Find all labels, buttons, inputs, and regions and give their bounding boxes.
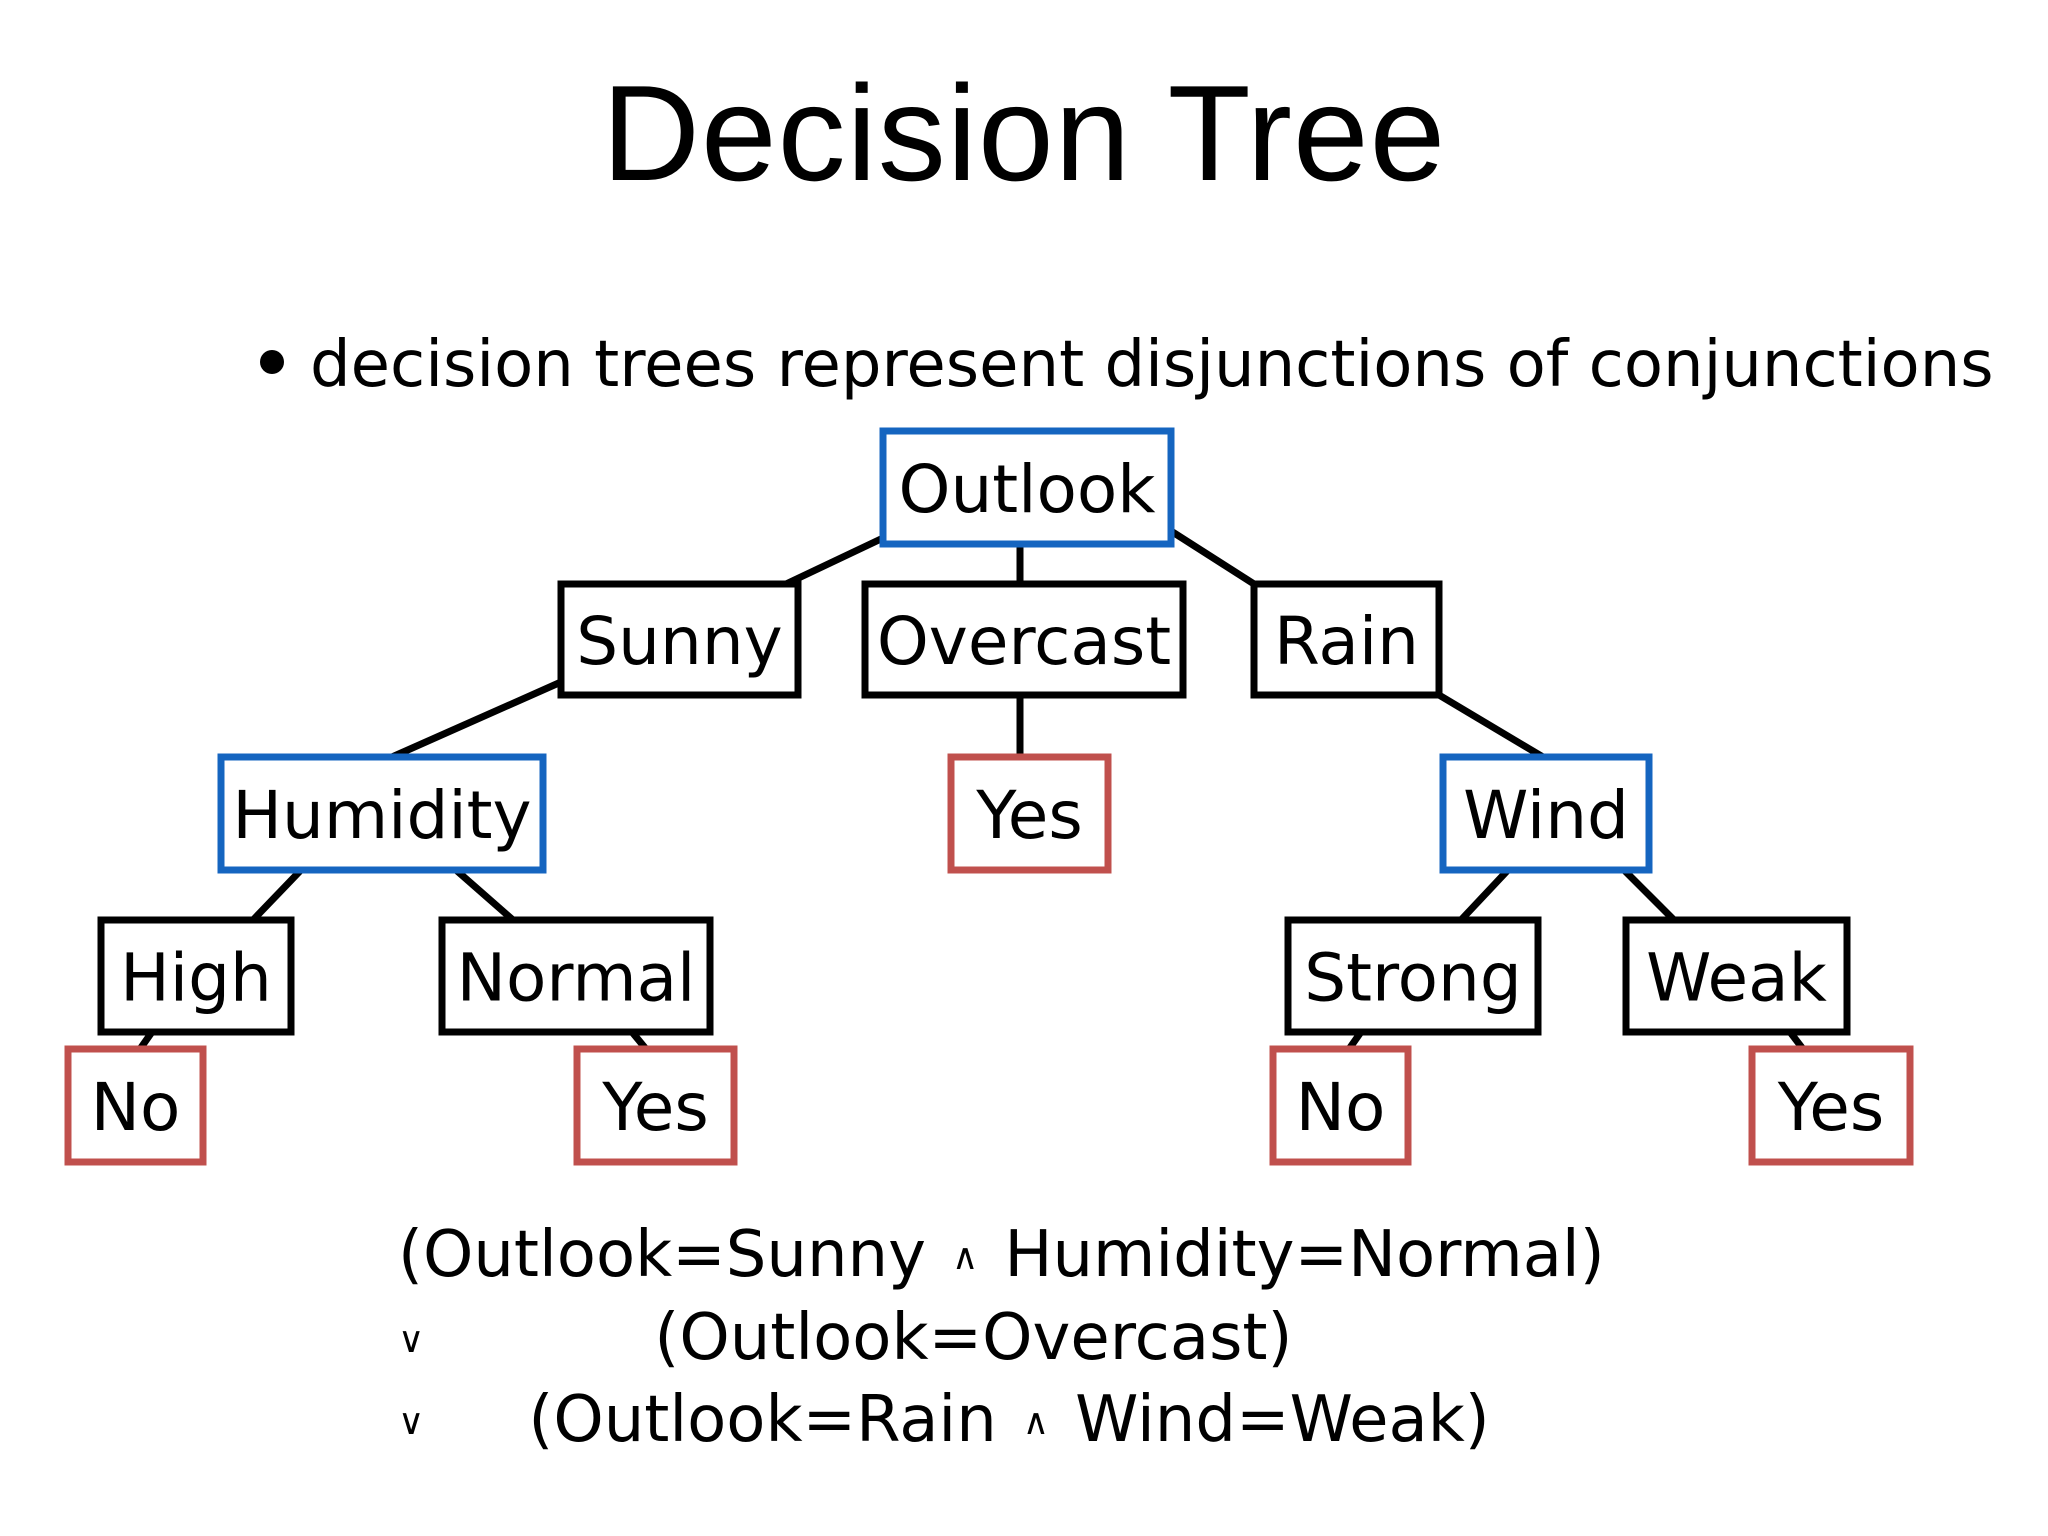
formula-term: Wind=Weak) [1075, 1383, 1490, 1457]
formula-term: (Outlook=Overcast) [654, 1301, 1293, 1375]
node-label: High [120, 940, 272, 1017]
node-box [861, 580, 1187, 699]
node-label: Strong [1304, 940, 1522, 1017]
node-box [64, 1045, 207, 1166]
node-label: Sunny [576, 603, 782, 680]
node-sunny: Sunny [557, 580, 802, 699]
slide-title: Decision Tree [601, 57, 1447, 209]
or-operator: ∨ [398, 1320, 425, 1362]
node-label: Weak [1646, 940, 1827, 1017]
node-rain: Rain [1250, 580, 1443, 699]
or-operator: ∨ [398, 1402, 425, 1444]
bullet-text: decision trees represent disjunctions of… [310, 328, 1994, 402]
edge-outlook-to-sunny [784, 534, 885, 588]
edge-humidity-to-high [250, 867, 304, 923]
edge-rain-to-wind [1437, 691, 1545, 761]
node-no-high: No [64, 1045, 207, 1166]
node-label: Yes [975, 777, 1083, 854]
edge-outlook-to-rain [1169, 528, 1256, 587]
node-wind: Wind [1439, 753, 1653, 874]
node-strong: Strong [1284, 916, 1542, 1036]
formula-line-1: (Outlook=Sunny ∧ Humidity=Normal) [398, 1215, 1605, 1298]
and-operator: ∧ [951, 1237, 979, 1279]
node-label: Normal [457, 940, 696, 1017]
edge-humidity-to-normal [453, 867, 516, 923]
formula-line-2: ∨ (Outlook=Overcast) [398, 1298, 1292, 1381]
node-yes-overcast: Yes [947, 753, 1112, 874]
formula-term: (Outlook=Rain [528, 1383, 997, 1457]
node-box [1439, 753, 1653, 874]
node-box [573, 1045, 738, 1166]
node-box [1622, 916, 1851, 1036]
and-operator: ∧ [1022, 1402, 1050, 1444]
node-label: Rain [1274, 603, 1419, 680]
node-yes-weak: Yes [1748, 1045, 1914, 1166]
node-box [1250, 580, 1443, 699]
node-label: Outlook [899, 451, 1157, 528]
node-no-strong: No [1269, 1045, 1412, 1166]
edge-sunny-to-humidity [390, 678, 563, 761]
bullet-point: decision trees represent disjunctions of… [260, 325, 1994, 405]
node-high: High [97, 916, 295, 1036]
node-label: No [91, 1069, 181, 1146]
node-label: Yes [601, 1069, 709, 1146]
node-box [438, 916, 714, 1036]
node-label: Humidity [232, 777, 531, 854]
node-box [1284, 916, 1542, 1036]
edge-wind-to-weak [1621, 867, 1677, 923]
node-overcast: Overcast [861, 580, 1187, 699]
node-box [1269, 1045, 1412, 1166]
node-label: Wind [1463, 777, 1629, 854]
node-outlook: Outlook [879, 427, 1175, 548]
node-humidity: Humidity [217, 753, 547, 874]
node-box [557, 580, 802, 699]
node-label: Yes [1777, 1069, 1885, 1146]
node-label: No [1296, 1069, 1386, 1146]
edge-wind-to-strong [1458, 867, 1511, 923]
node-box [947, 753, 1112, 874]
node-yes-normal: Yes [573, 1045, 738, 1166]
formula-term: (Outlook=Sunny [398, 1218, 926, 1292]
formula-line-3: ∨ (Outlook=Rain ∧ Wind=Weak) [398, 1380, 1490, 1463]
node-label: Overcast [877, 603, 1171, 680]
bullet-dot-icon [260, 350, 284, 375]
node-box [217, 753, 547, 874]
node-weak: Weak [1622, 916, 1851, 1036]
node-box [97, 916, 295, 1036]
node-box [879, 427, 1175, 548]
formula-term: Humidity=Normal) [1004, 1218, 1605, 1292]
node-normal: Normal [438, 916, 714, 1036]
node-box [1748, 1045, 1914, 1166]
